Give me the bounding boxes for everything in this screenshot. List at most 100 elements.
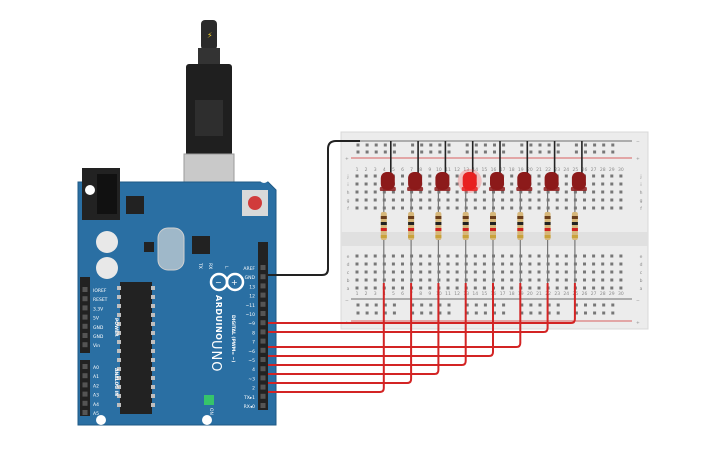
breadboard-hole [601,206,605,210]
header-pin [260,265,266,270]
breadboard-hole [473,262,477,266]
breadboard-hole [482,174,486,178]
resistor-band [544,216,551,219]
svg-text:+: + [231,278,238,287]
resistor-band [517,235,524,238]
breadboard-hole [601,182,605,186]
column-number: 14 [472,291,478,297]
column-number: 4 [383,167,386,173]
capacitor-1 [96,231,118,253]
led-1[interactable] [379,172,396,191]
breadboard-hole [446,278,450,282]
resistor-8[interactable] [571,212,578,240]
header-pin [260,366,266,372]
breadboard-hole [592,190,596,194]
column-number: 15 [482,167,488,173]
rail-hole [529,303,533,307]
resistor-4[interactable] [462,212,469,240]
rail-minus-label: − [345,140,349,145]
row-label: c [640,271,643,276]
breadboard-hole [564,270,568,274]
breadboard-hole [610,278,614,282]
breadboard-hole [501,190,505,194]
row-label: e [640,255,643,260]
chip-pin [151,403,155,407]
breadboard-hole [601,174,605,178]
digital-header [258,242,268,410]
chip-pin [151,367,155,371]
signal-wire [268,283,549,333]
breadboard-hole [601,270,605,274]
led-3[interactable] [434,172,451,191]
breadboard-hole [401,182,404,186]
breadboard-hole [583,254,586,258]
breadboard-hole [355,206,359,210]
breadboard-hole [583,190,586,194]
column-number: 20 [527,167,533,173]
breadboard-hole [364,270,368,274]
row-label: b [640,278,643,284]
led-body [544,172,559,190]
rail-hole [602,150,606,154]
resistor-band [490,216,496,219]
resistor-2[interactable] [408,212,415,240]
led-7[interactable] [543,172,560,191]
column-number: 16 [491,167,497,173]
breadboard-hole [501,286,505,290]
led-8[interactable] [570,172,587,191]
led-4[interactable] [457,169,482,193]
digital-pin-label: ~9 [248,321,255,327]
breadboard-hole [419,270,423,274]
rail-hole [474,303,478,307]
breadboard-hole [446,206,450,210]
analog-header [80,360,90,416]
rail-hole [547,150,551,154]
breadboard-hole [373,262,377,266]
power-pin-label: RESET [93,297,108,303]
led-6[interactable] [516,172,533,191]
breadboard-hole [455,270,459,274]
rail-plus-label: + [636,156,640,162]
resistor-7[interactable] [544,212,551,240]
led-2[interactable] [407,172,424,191]
resistor-band [544,228,551,231]
signal-wire [268,283,494,357]
breadboard-hole [428,254,432,258]
breadboard-hole [537,190,541,194]
analog-pin-label: A1 [93,374,99,380]
breadboard-body [340,131,649,330]
resistor-6[interactable] [517,212,524,240]
breadboard-hole [501,198,505,202]
rail-hole [611,143,615,147]
led-rim [461,187,478,191]
rail-hole [374,303,378,307]
breadboard-hole [473,190,477,194]
breadboard-hole [619,206,623,210]
resistor-band [435,235,442,238]
column-number: 30 [618,167,624,173]
chip-pin [151,385,155,389]
column-number: 1 [356,167,359,173]
breadboard-hole [583,286,586,290]
rail-hole [556,150,560,154]
resistor-1[interactable] [380,212,387,240]
breadboard-hole [482,198,486,202]
resistor-5[interactable] [490,212,496,240]
breadboard-hole [619,254,623,258]
crystal [157,227,185,271]
header-pin [82,382,88,388]
analog-pin-label: A3 [93,393,99,399]
chip-pin [117,340,121,344]
rail-hole [483,143,487,147]
breadboard-hole [482,262,486,266]
breadboard-hole [401,262,404,266]
rail-hole [556,303,560,307]
reset-button[interactable] [248,196,262,210]
resistor-3[interactable] [435,212,442,240]
led-5[interactable] [489,172,505,191]
model-text: UNO [208,340,223,372]
signal-wire [268,283,440,375]
row-label: h [640,190,643,196]
breadboard-hole [510,182,514,186]
breadboard-hole [610,174,614,178]
